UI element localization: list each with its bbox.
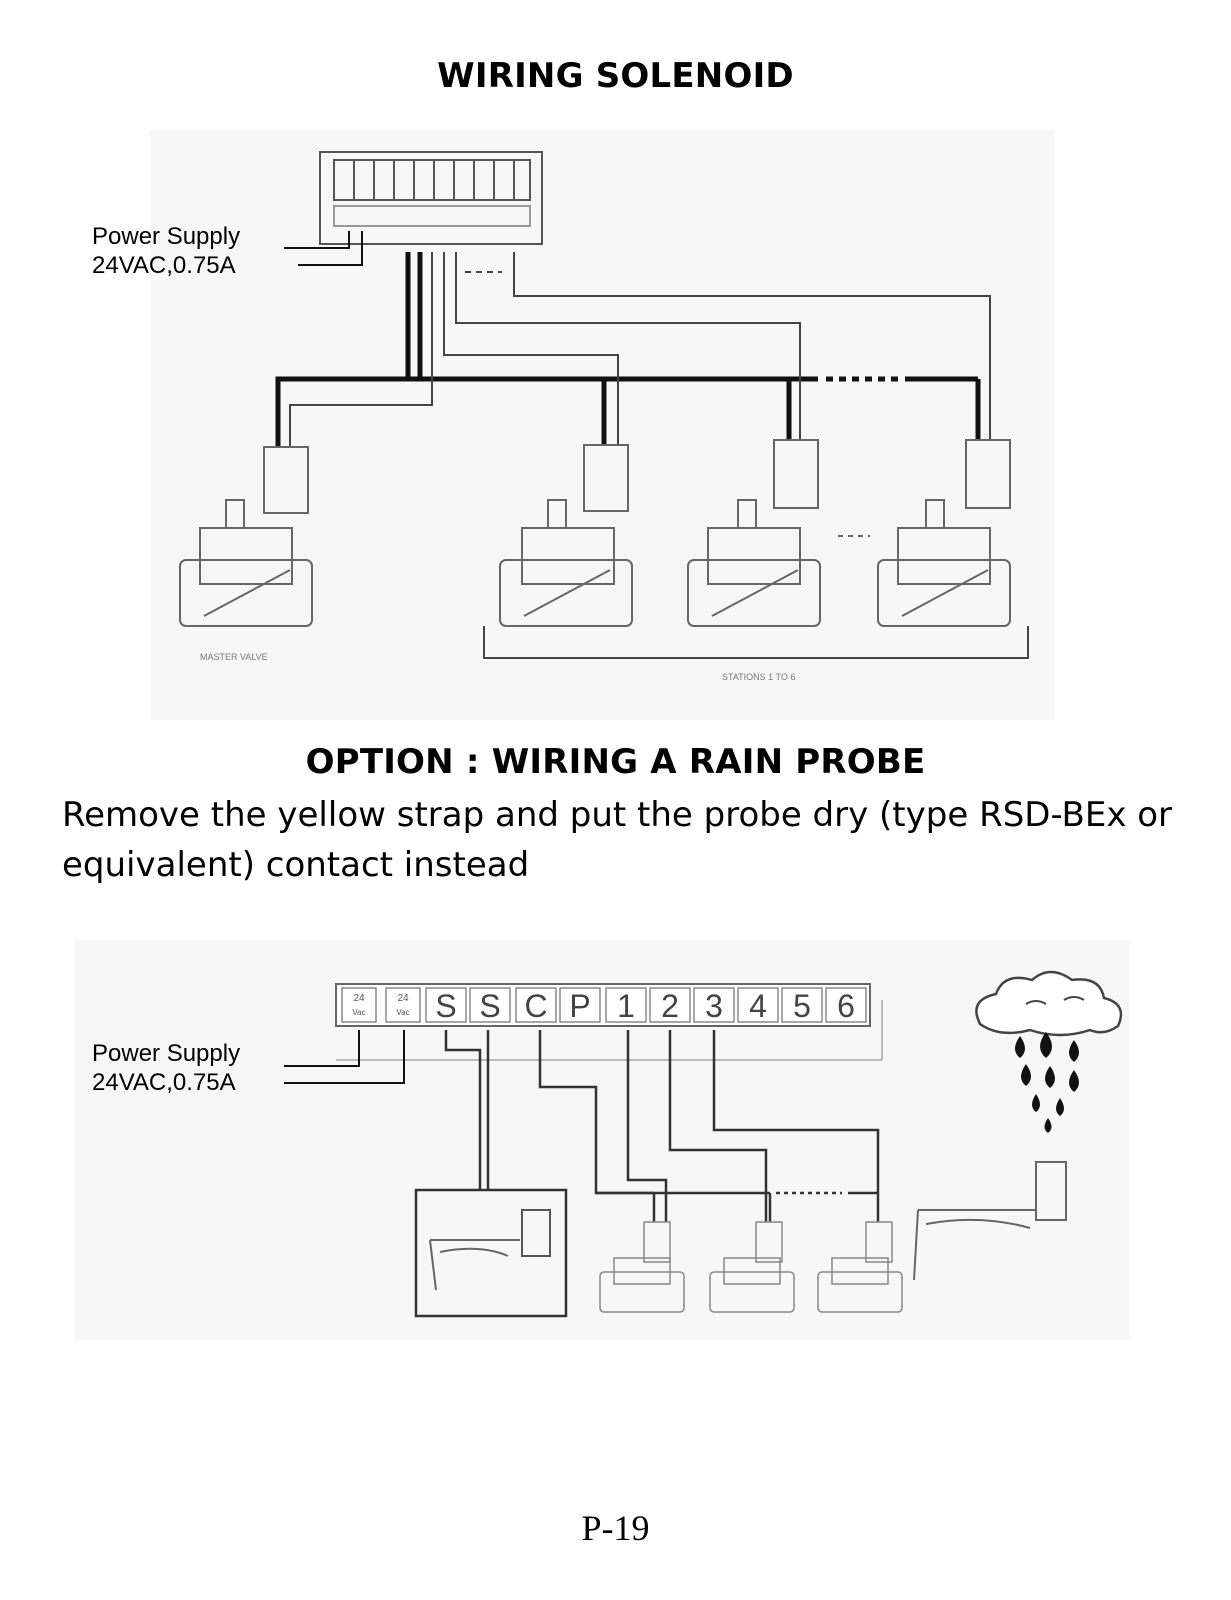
station-valve-3 (877, 439, 1011, 627)
station-wires (289, 252, 991, 447)
rain-sensor-box (414, 1188, 568, 1318)
terminal-cell (425, 987, 467, 1023)
terminal-label: C (524, 988, 547, 1024)
terminal-label: 2 (661, 988, 679, 1024)
station-valve-1 (599, 1221, 685, 1313)
option-title: OPTION : WIRING A RAIN PROBE (305, 742, 926, 782)
section-title: WIRING SOLENOID (437, 56, 794, 96)
power-supply-spec: 24VAC,0.75A (92, 1069, 236, 1096)
terminal-strip (335, 983, 883, 1061)
rain-sensor (913, 1161, 1067, 1281)
vac-terminal-2-sub: Vac (396, 1008, 409, 1017)
master-valve-label: MASTER VALVE (200, 652, 268, 662)
instruction-text: Remove the yellow strap and put the prob… (62, 795, 1173, 885)
station-valve-2 (709, 1221, 795, 1313)
terminal-label: 1 (617, 988, 635, 1024)
power-supply-label-2: Power Supply 24VAC,0.75A (92, 1039, 240, 1097)
terminal-cell (649, 987, 691, 1023)
station-valve-2 (687, 439, 821, 627)
terminal-cell (693, 987, 735, 1023)
raindrops-icon (1015, 1032, 1079, 1133)
terminal-cell (825, 987, 867, 1023)
controller-terminal-block (319, 151, 543, 245)
power-supply-label-1: Power Supply 24VAC,0.75A (92, 222, 240, 280)
terminal-cell (469, 987, 511, 1023)
stations-label: STATIONS 1 TO 6 (722, 672, 795, 682)
vac-terminal-1: 24 (353, 993, 365, 1004)
rain-probe-wires (444, 1030, 880, 1222)
power-supply-spec: 24VAC,0.75A (92, 252, 236, 279)
terminal-label: 4 (749, 988, 767, 1024)
master-valve (179, 446, 313, 627)
rain-cloud-icon (975, 970, 1123, 1037)
terminal-label: 6 (837, 988, 855, 1024)
station-valve-3 (817, 1221, 903, 1313)
vac-terminal-2: 24 (397, 993, 409, 1004)
station-valve-1 (499, 444, 633, 627)
common-wire-bus (275, 252, 981, 447)
power-supply-name: Power Supply (92, 1040, 241, 1067)
terminal-label: 5 (793, 988, 811, 1024)
terminal-label: S (435, 988, 456, 1024)
power-supply-name: Power Supply (92, 223, 241, 250)
vac-terminal-1-sub: Vac (352, 1008, 365, 1017)
terminal-cell (515, 987, 557, 1023)
terminal-cell (605, 987, 647, 1023)
terminal-cell (737, 987, 779, 1023)
terminal-label: P (569, 988, 590, 1024)
terminal-label: S (479, 988, 500, 1024)
power-supply-leads (284, 231, 363, 266)
terminal-cell (781, 987, 823, 1023)
page-number: P-19 (581, 1508, 650, 1548)
power-supply-leads (284, 1030, 405, 1084)
terminal-label: 3 (705, 988, 723, 1024)
stations-bracket (483, 626, 1029, 659)
terminal-cell (559, 987, 601, 1023)
